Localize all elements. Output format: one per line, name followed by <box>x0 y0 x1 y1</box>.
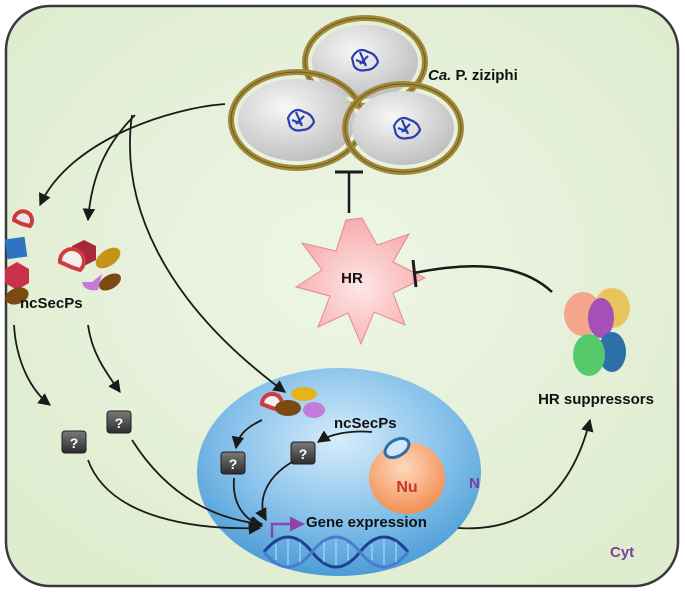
hr-label: HR <box>341 270 363 287</box>
pathogen-label: Ca. P. ziziphi <box>428 67 518 84</box>
svg-text:?: ? <box>115 415 124 431</box>
svg-text:?: ? <box>299 446 308 462</box>
ncsecps-cytoplasm-label: ncSecPs <box>20 295 83 312</box>
secretion-arrows <box>39 103 287 393</box>
promoter-arrow-icon <box>270 516 305 538</box>
suppressors-inhibit-hr <box>411 259 553 293</box>
unknown-target-box-2: ? <box>106 410 132 434</box>
hr-inhibits-pathogen <box>335 170 363 213</box>
unknown-target-box-4: ? <box>290 441 316 465</box>
unknown-target-box-1: ? <box>61 430 87 454</box>
unknown-target-box-3: ? <box>220 451 246 475</box>
dna-icon <box>350 48 380 72</box>
dna-icon <box>286 108 316 132</box>
nucleus-target-arrows <box>231 419 373 450</box>
hr-suppressors-label: HR suppressors <box>538 391 654 408</box>
ncsecps-nucleus-label: ncSecPs <box>334 415 397 432</box>
expression-to-suppressors-arrow <box>457 418 594 530</box>
phytoplasma-cell-left <box>228 69 366 171</box>
ncsecps-cytoplasm-cluster <box>57 240 121 291</box>
cytoplasm-target-arrows <box>13 324 121 406</box>
hr-suppressor-proteins <box>564 288 630 376</box>
phytoplasma-cluster <box>228 15 464 175</box>
gene-expression-label: Gene expression <box>306 514 427 531</box>
nucleolus-label: Nu <box>396 479 417 496</box>
nucleus <box>197 368 481 576</box>
phytoplasma-cell-right <box>342 81 464 175</box>
nucleolus <box>369 437 445 514</box>
ncsecps-cytoplasm-column <box>4 209 34 305</box>
cytoplasm-label: Cyt <box>610 544 634 561</box>
cytoplasm-to-gene-arrows <box>87 439 264 535</box>
svg-text:?: ? <box>70 435 79 451</box>
svg-text:?: ? <box>229 456 238 472</box>
nucleus-label: N <box>469 475 480 492</box>
dna-helix-icon <box>262 535 410 569</box>
dna-icon <box>392 116 422 140</box>
ncsecps-nucleus-cluster <box>259 387 325 418</box>
hr-burst <box>294 217 427 346</box>
nucleus-to-gene-arrows <box>232 461 293 529</box>
